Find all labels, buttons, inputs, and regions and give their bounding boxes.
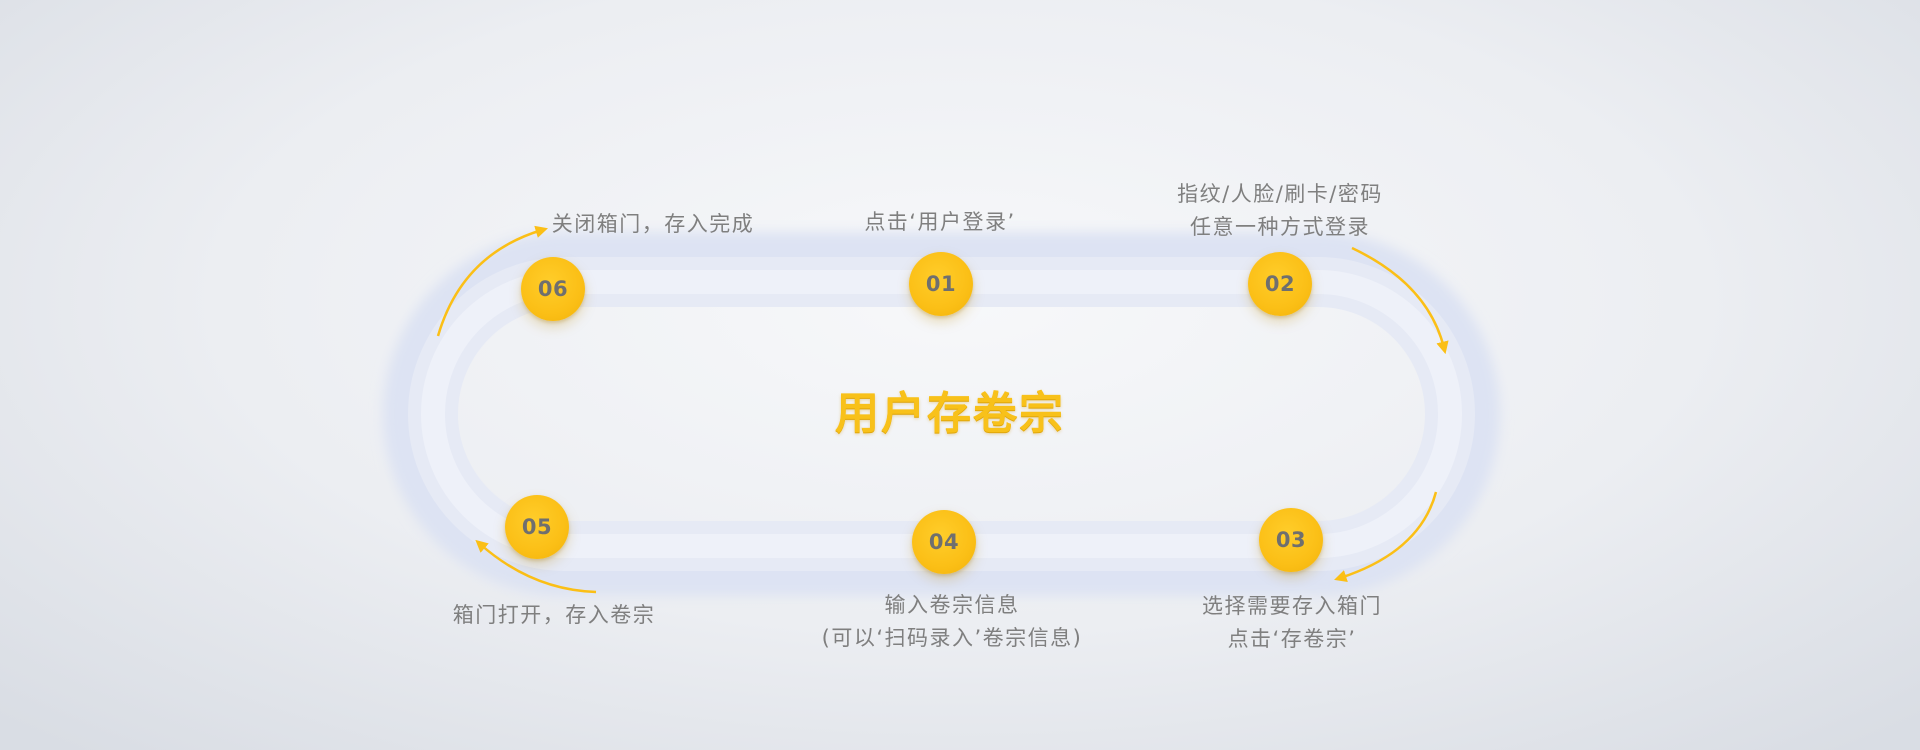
step-label-line: 点击‘存卷宗’ [1227,627,1357,651]
step-label-line: 点击‘用户登录’ [864,210,1016,234]
step-label-line: 关闭箱门，存入完成 [551,212,755,236]
step-label-line: 箱门打开，存入卷宗 [452,603,656,627]
step-number: 01 [925,272,957,296]
step-label-line: (可以‘扫码录入’卷宗信息) [821,626,1083,650]
step-number: 04 [928,530,960,554]
step-node-02: 02 [1248,252,1312,316]
step-node-01: 01 [909,252,973,316]
step-label-line: 输入卷宗信息 [884,593,1020,617]
step-label-line: 选择需要存入箱门 [1202,594,1382,618]
diagram-title: 用户存卷宗 [835,388,1065,439]
step-label-04: 输入卷宗信息 (可以‘扫码录入’卷宗信息) [772,589,1132,655]
step-number: 06 [537,277,569,301]
step-number: 03 [1275,528,1307,552]
arrow-bottom-left [475,539,597,594]
step-node-03: 03 [1259,508,1323,572]
step-label-05: 箱门打开，存入卷宗 [404,599,704,632]
step-label-03: 选择需要存入箱门 点击‘存卷宗’ [1132,590,1452,656]
step-label-line: 指纹/人脸/刷卡/密码 [1177,182,1383,206]
step-number: 05 [521,515,553,539]
step-label-06: 关闭箱门，存入完成 [503,208,803,241]
step-node-04: 04 [912,510,976,574]
arrow-top-right [1351,246,1449,355]
arrow-top-left [436,225,548,337]
step-label-01: 点击‘用户登录’ [780,206,1100,239]
step-node-06: 06 [521,257,585,321]
step-node-05: 05 [505,495,569,559]
arrow-bottom-right [1334,491,1438,583]
step-label-02: 指纹/人脸/刷卡/密码 任意一种方式登录 [1120,178,1440,244]
step-label-line: 任意一种方式登录 [1190,215,1370,239]
step-number: 02 [1264,272,1296,296]
